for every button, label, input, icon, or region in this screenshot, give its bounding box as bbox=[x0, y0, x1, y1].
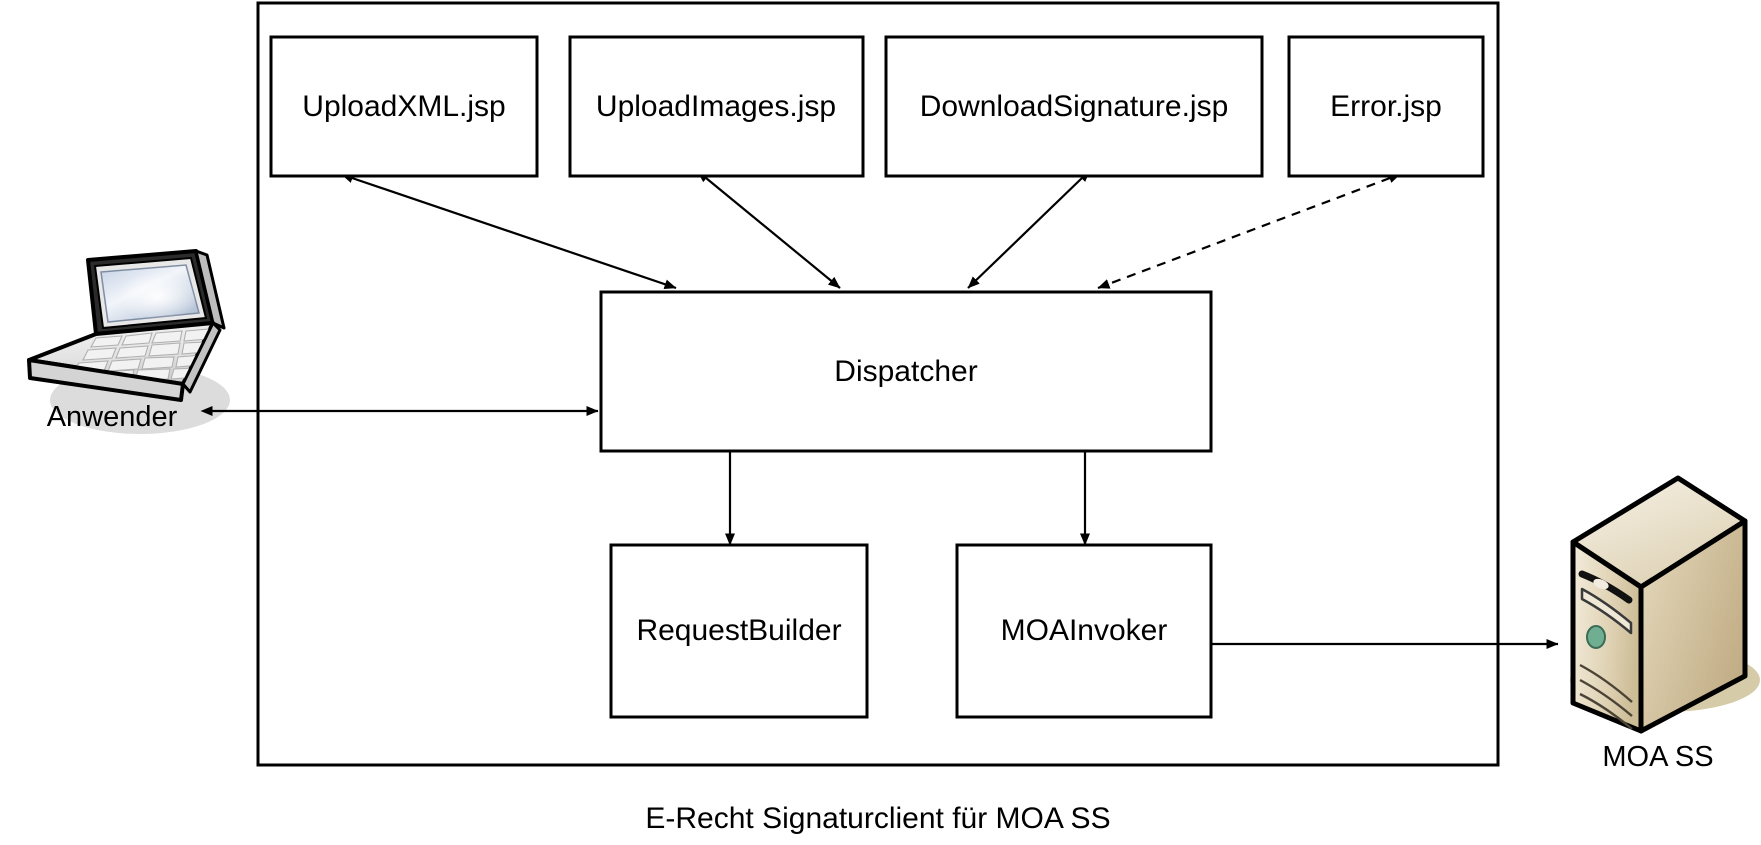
node-dispatcher-label: Dispatcher bbox=[834, 355, 977, 388]
anwender-label: Anwender bbox=[47, 401, 178, 433]
node-upload-xml[interactable]: UploadXML.jsp bbox=[269, 35, 539, 178]
node-upload-images[interactable]: UploadImages.jsp bbox=[568, 35, 865, 178]
node-moa-invoker[interactable]: MOAInvoker bbox=[955, 543, 1213, 719]
node-error-label: Error.jsp bbox=[1330, 90, 1442, 123]
connection-error-dispatcher bbox=[1097, 173, 1401, 290]
diagram-caption: E-Recht Signaturclient für MOA SS bbox=[645, 802, 1110, 835]
node-dispatcher[interactable]: Dispatcher bbox=[599, 290, 1213, 453]
laptop-icon bbox=[27, 249, 226, 402]
node-upload-images-label: UploadImages.jsp bbox=[596, 90, 836, 123]
node-upload-xml-label: UploadXML.jsp bbox=[302, 90, 505, 123]
node-download-signature[interactable]: DownloadSignature.jsp bbox=[884, 35, 1264, 178]
connection-upload-images-dispatcher bbox=[697, 170, 841, 289]
server-icon bbox=[1570, 475, 1748, 734]
node-moa-invoker-label: MOAInvoker bbox=[1001, 614, 1168, 647]
node-request-builder[interactable]: RequestBuilder bbox=[609, 543, 869, 719]
node-error[interactable]: Error.jsp bbox=[1287, 35, 1485, 178]
node-download-signature-label: DownloadSignature.jsp bbox=[920, 90, 1229, 123]
server-led-icon bbox=[1586, 625, 1606, 649]
moa-ss-label: MOA SS bbox=[1602, 741, 1713, 773]
connection-upload-xml-dispatcher bbox=[341, 173, 677, 290]
node-request-builder-label: RequestBuilder bbox=[636, 614, 841, 647]
connection-download-signature-dispatcher bbox=[967, 170, 1091, 289]
